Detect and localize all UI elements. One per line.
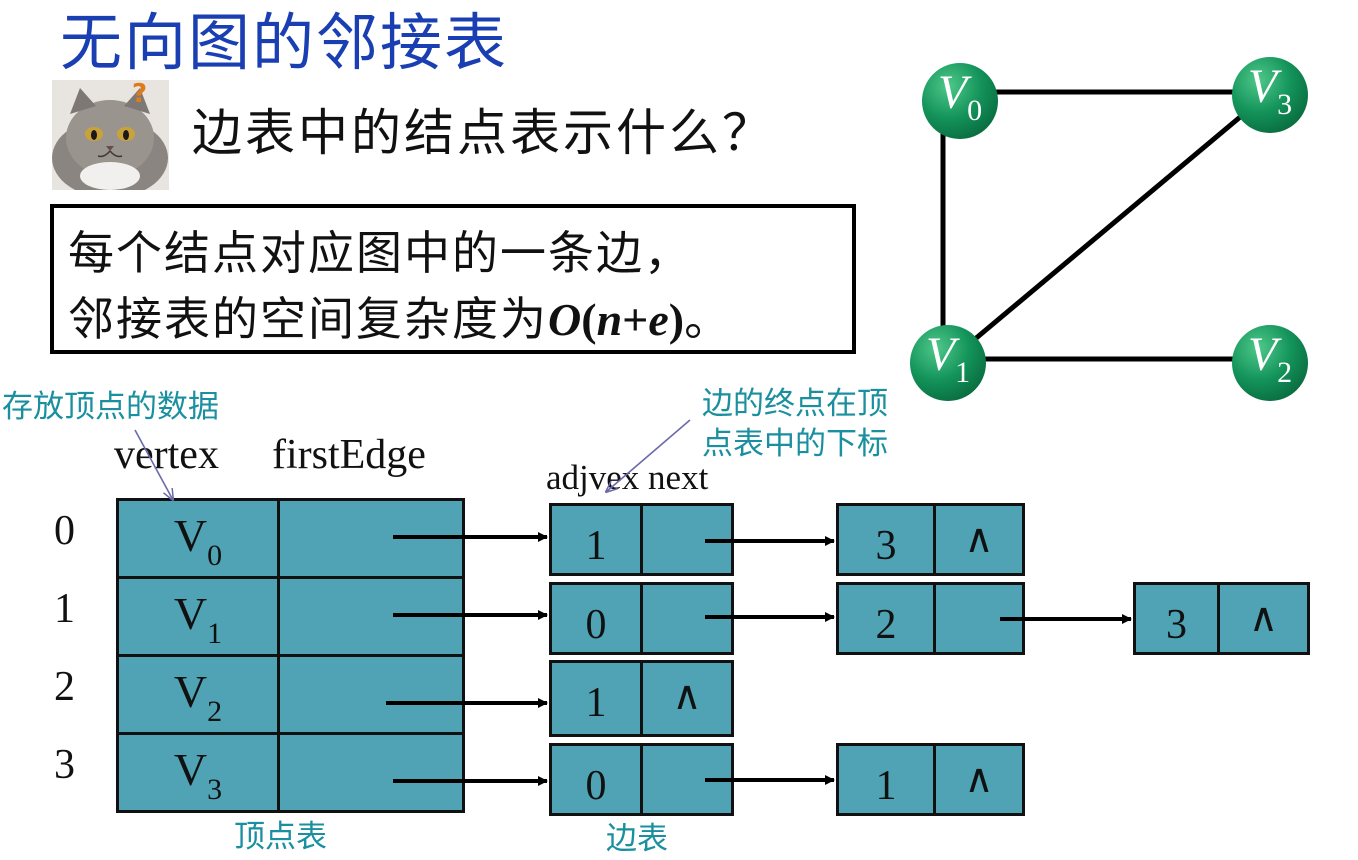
vertex-cell-1-label: V1: [173, 588, 223, 650]
graph-node-v1-label: V1: [925, 328, 971, 389]
edge-0-1-next: ∧: [933, 503, 1025, 576]
graph-node-v2: V2: [1232, 325, 1308, 401]
vertex-cell-2: V2: [116, 654, 280, 735]
answer-box: 每个结点对应图中的一条边， 邻接表的空间复杂度为O(n+e)。: [50, 204, 856, 354]
graph-node-v0: V0: [922, 63, 998, 139]
graph-node-v3: V3: [1232, 57, 1308, 133]
graph-edge-v1-v3: [948, 90, 1272, 362]
vertex-cell-0: V0: [116, 498, 280, 579]
vertex-note-pointer: [134, 429, 173, 500]
answer-line-2-suffix: 。: [684, 292, 733, 346]
row-index-0: 0: [54, 508, 75, 554]
answer-line-2: 邻接表的空间复杂度为O(n+e)。: [68, 286, 838, 353]
vertex-header: vertex: [114, 432, 219, 478]
answer-line-2-prefix: 邻接表的空间复杂度为: [68, 292, 548, 346]
slide-title: 无向图的邻接表: [60, 6, 509, 79]
complexity-formula: O(n+e): [548, 294, 684, 345]
row-index-2: 2: [54, 664, 75, 710]
row-index-1: 1: [54, 586, 75, 632]
vertex-cell-0-label: V0: [173, 510, 223, 572]
adjvex-next-header: adjvex next: [546, 458, 709, 497]
formula-paren-close: ): [668, 294, 685, 345]
vertex-cell-2-label: V2: [173, 666, 223, 728]
confused-cat-image: ?: [52, 80, 169, 190]
graph-node-v0-label: V0: [937, 66, 983, 127]
formula-plus: +: [622, 294, 649, 345]
edge-table-caption: 边表: [606, 821, 668, 857]
edge-1-0-adjvex: 0: [549, 582, 643, 655]
graph-node-v1: V1: [910, 325, 986, 401]
svg-text:?: ?: [132, 80, 147, 109]
row-index-3: 3: [54, 742, 75, 788]
answer-line-1: 每个结点对应图中的一条边，: [68, 226, 692, 280]
first-edge-cell-3: [277, 732, 465, 813]
vertex-cell-3: V3: [116, 732, 280, 813]
first-edge-header: firstEdge: [272, 432, 426, 478]
graph-node-v2-label: V2: [1247, 328, 1293, 389]
question-text: 边表中的结点表示什么？: [192, 104, 775, 162]
formula-paren-open: (: [581, 294, 597, 345]
edge-3-0-adjvex: 0: [549, 743, 643, 816]
graph-node-v3-label: V3: [1247, 60, 1293, 121]
adjvex-note-line-1: 边的终点在顶: [702, 386, 888, 422]
vertex-data-note: 存放顶点的数据: [2, 389, 219, 425]
adjvex-note-line-2: 点表中的下标: [702, 426, 888, 462]
vertex-cell-3-label: V3: [173, 744, 223, 806]
edge-1-1-adjvex: 2: [836, 582, 936, 655]
formula-e: e: [648, 294, 669, 345]
vertex-table-caption: 顶点表: [234, 819, 327, 855]
edge-3-1-adjvex: 1: [836, 743, 936, 816]
adjvex-note: 边的终点在顶 点表中的下标: [702, 384, 888, 464]
edge-0-0-adjvex: 1: [549, 503, 643, 576]
edge-3-1-next: ∧: [933, 743, 1025, 816]
adjvex-note-pointer: [606, 419, 691, 492]
edge-2-0-next: ∧: [640, 660, 734, 737]
formula-n: n: [596, 294, 623, 345]
formula-o: O: [548, 294, 582, 345]
edge-1-2-next: ∧: [1217, 582, 1310, 655]
